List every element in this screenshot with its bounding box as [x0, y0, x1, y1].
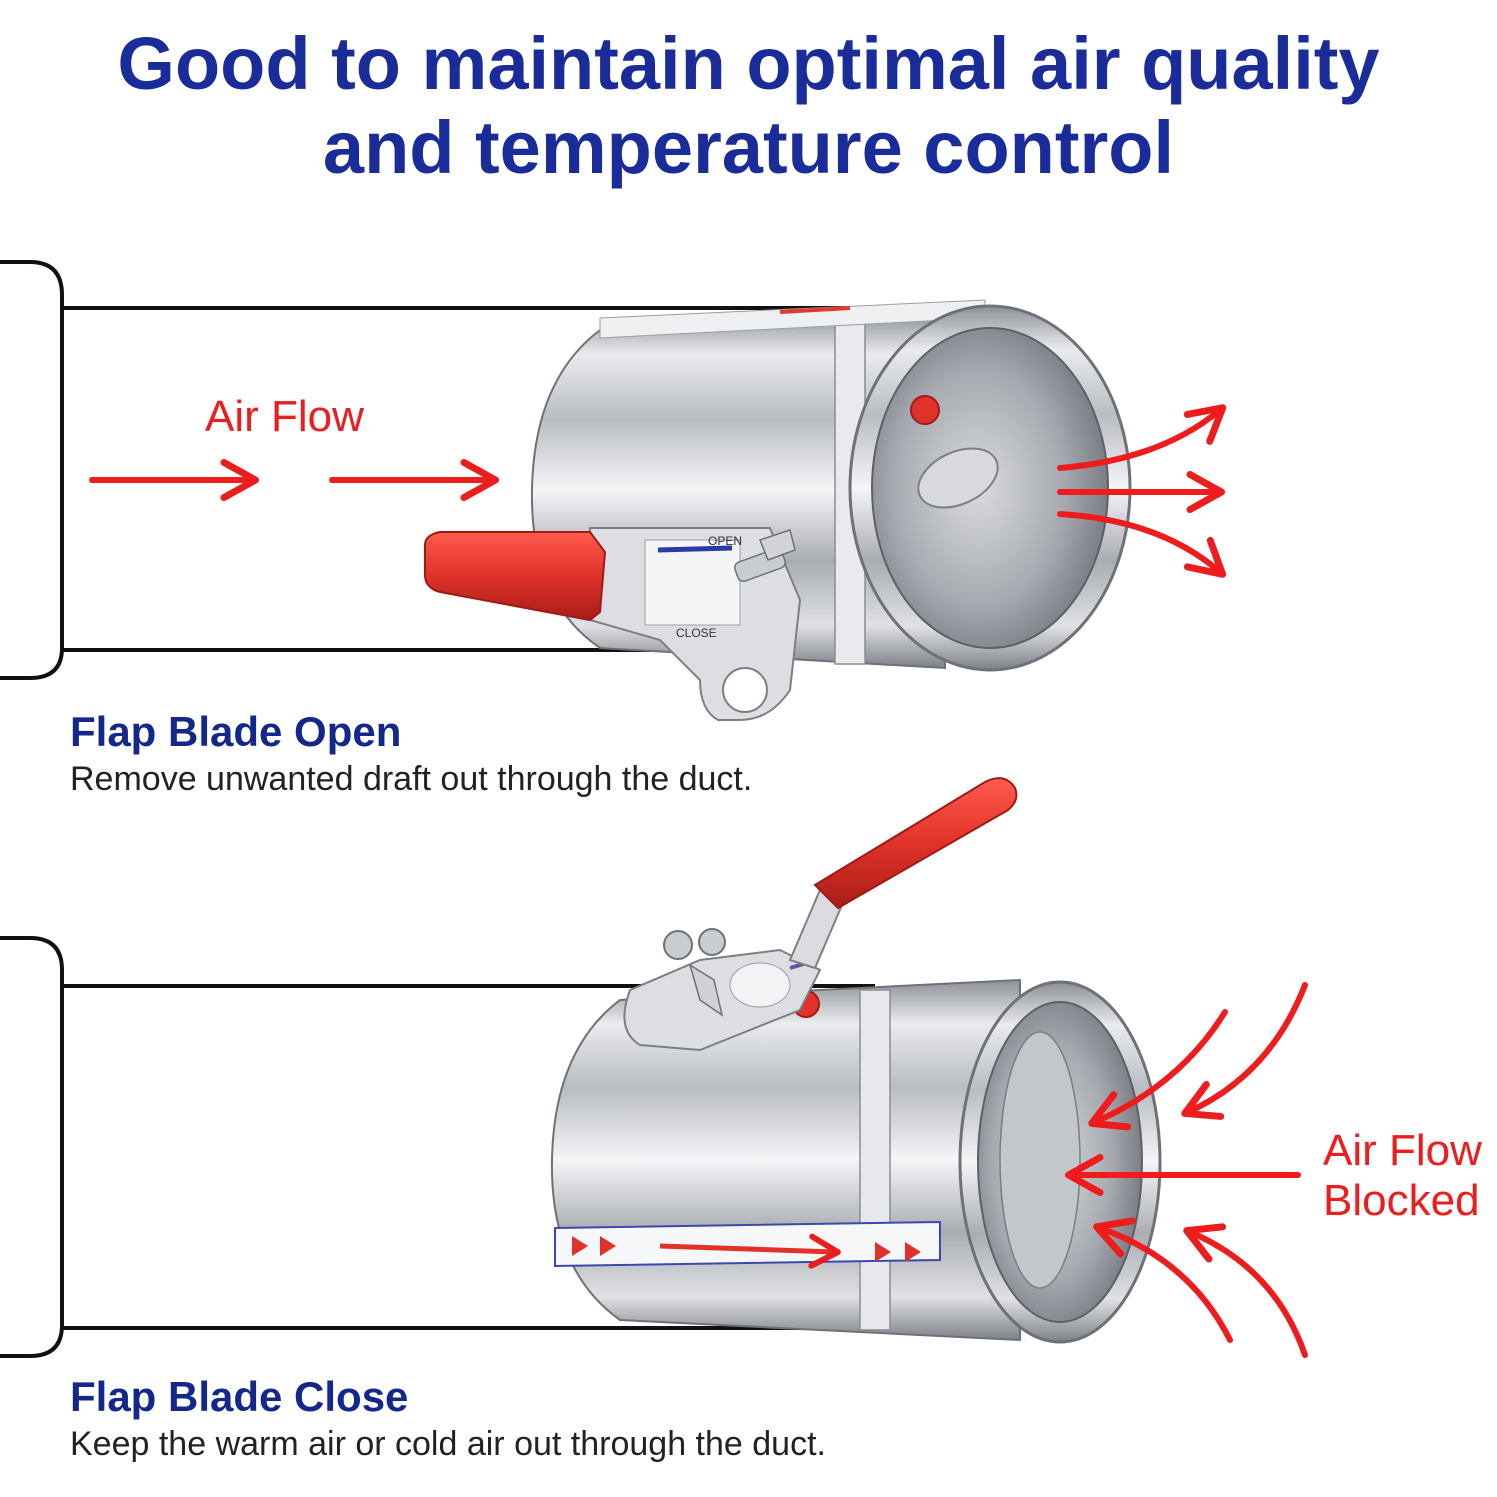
close-air-flow-label-line-2: Blocked — [1323, 1176, 1480, 1225]
blocked-arrow-lower-outer — [1183, 1223, 1308, 1358]
close-blocked-arrows — [1065, 982, 1308, 1358]
open-outflow-arrows — [1057, 404, 1227, 578]
outflow-arrow-down — [1057, 511, 1227, 578]
headline-line-2: and temperature control — [322, 106, 1175, 189]
blocked-arrow-lower-inner — [1093, 1217, 1233, 1343]
close-handle-bracket — [623, 777, 1018, 1052]
wing-nut-icon — [663, 930, 693, 960]
blocked-arrow-upper-outer — [1181, 982, 1308, 1120]
close-air-flow-label-line-1: Air Flow — [1323, 1126, 1482, 1175]
close-red-handle — [813, 777, 1018, 910]
open-section-description: Remove unwanted draft out through the du… — [70, 760, 753, 798]
open-red-handle — [424, 531, 607, 622]
open-section-title: Flap Blade Open — [70, 708, 402, 755]
close-section-title: Flap Blade Close — [70, 1373, 409, 1420]
open-handle-bracket: OPEN CLOSE — [424, 527, 802, 721]
blocked-arrow-upper-inner — [1088, 1009, 1228, 1131]
close-direction-band — [554, 1220, 941, 1268]
gauge-open-label: OPEN — [708, 534, 742, 548]
close-section-description: Keep the warm air or cold air out throug… — [70, 1425, 826, 1463]
headline-line-1: Good to maintain optimal air quality — [117, 22, 1380, 105]
gauge-close-label: CLOSE — [676, 626, 717, 640]
open-air-flow-label: Air Flow — [205, 392, 364, 441]
outflow-arrow-up — [1057, 404, 1227, 471]
headline: Good to maintain optimal air quality and… — [0, 22, 1497, 190]
close-air-flow-label: Air Flow Blocked — [1323, 1126, 1482, 1226]
